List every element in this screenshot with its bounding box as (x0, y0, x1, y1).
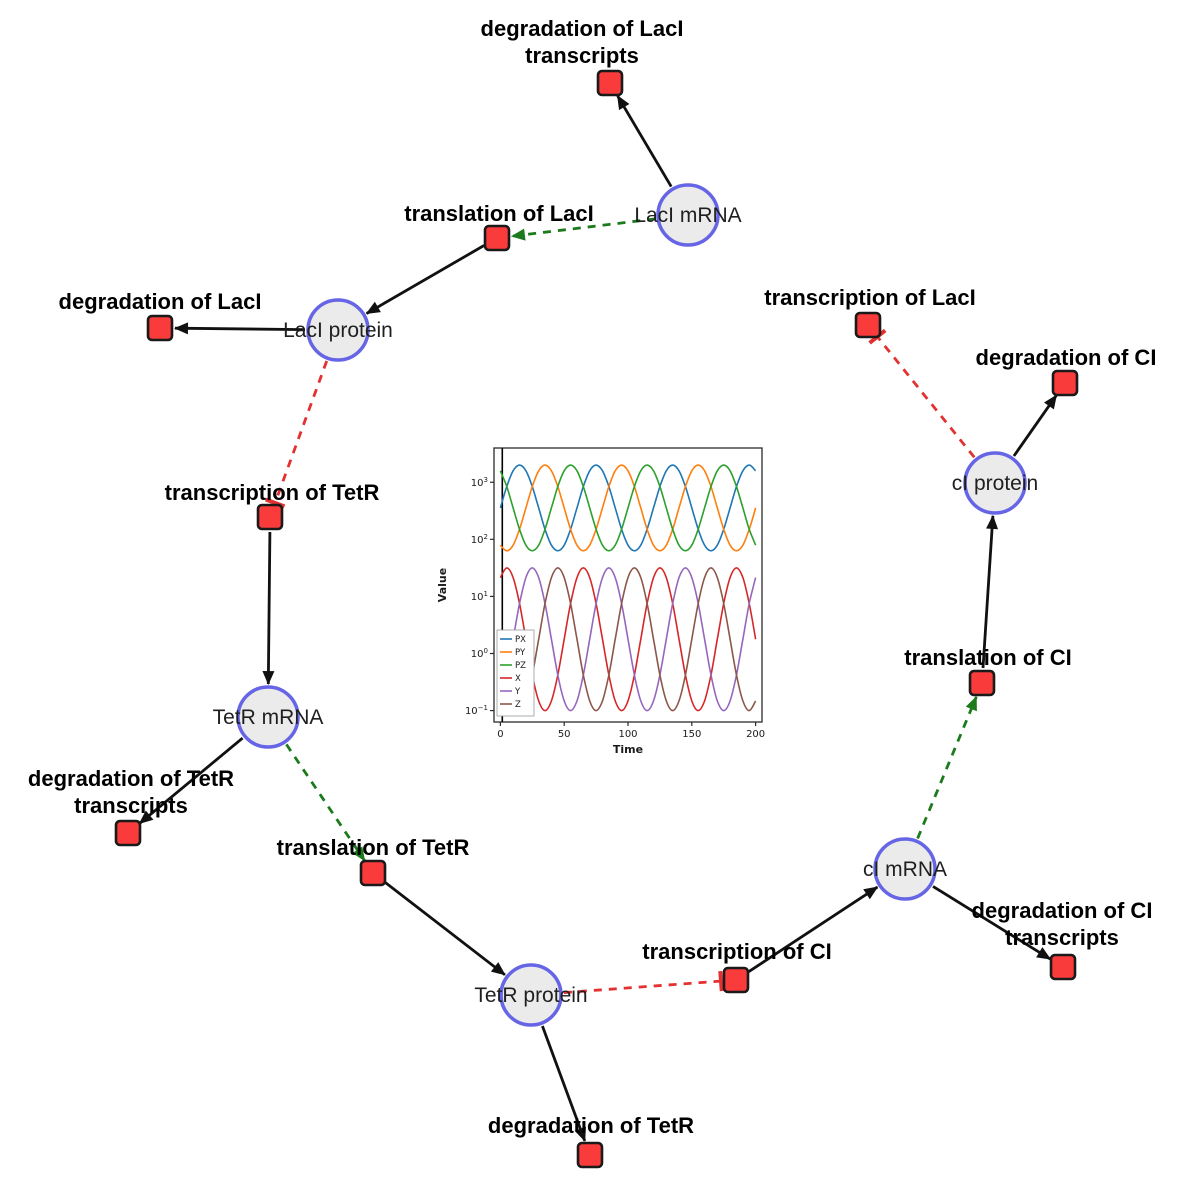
reaction-node-deg-ci-transcripts[interactable] (1049, 953, 1077, 981)
edge-production-r-translation-ci-to-s-ci-protein (981, 514, 999, 669)
reaction-node-translation-ci[interactable] (968, 669, 996, 697)
translation-ci-label: translation of CI (904, 645, 1071, 670)
reaction-node-transcription-ci[interactable] (722, 966, 750, 994)
legend-label-Z: Z (515, 700, 521, 710)
y-tick-label-1e1: 101 (471, 590, 488, 603)
edges-layer (138, 95, 1058, 1142)
edge-inhibition-s-laci-protein-to-r-transcription-tetr (265, 360, 329, 509)
reaction-node-deg-laci-transcripts[interactable] (596, 69, 624, 97)
laci-protein-label: LacI protein (283, 319, 393, 342)
edge-production-r-transcription-ci-to-s-ci-mrna (747, 885, 879, 973)
legend-label-PY: PY (515, 648, 526, 658)
edge-production-r-translation-tetr-to-s-tetr-protein (384, 881, 506, 976)
deg-ci-label: degradation of CI (976, 345, 1157, 370)
y-tick-label-1e2: 102 (471, 533, 488, 546)
transcription-ci-label: transcription of CI (642, 939, 831, 964)
edge-consumption-s-ci-protein-to-r-deg-ci (1012, 394, 1058, 457)
chart-axes-box (493, 447, 763, 723)
translation-laci-label: translation of LacI (404, 201, 593, 226)
legend-box (496, 629, 535, 717)
y-axis-label: Value (436, 568, 449, 602)
ci-mrna-label: cI mRNA (863, 858, 947, 881)
transcription-tetr-label: transcription of TetR (165, 480, 380, 505)
x-tick-label-0: 0 (497, 729, 503, 740)
y-tick-label-1e0: 100 (471, 647, 488, 660)
reaction-node-translation-tetr[interactable] (359, 859, 387, 887)
species-node-tetr-protein[interactable] (499, 963, 563, 1027)
legend-label-X: X (515, 674, 521, 684)
reaction-node-transcription-laci[interactable] (854, 311, 882, 339)
laci-mrna-label: LacI mRNA (634, 204, 741, 227)
deg-tetr-label: degradation of TetR (488, 1113, 694, 1138)
edge-consumption-s-ci-mrna-to-r-deg-ci-transcripts (932, 885, 1052, 961)
y-tick-label-1e3: 103 (471, 476, 488, 489)
species-node-ci-mrna[interactable] (873, 837, 937, 901)
legend-label-PX: PX (515, 635, 526, 645)
species-node-laci-mrna[interactable] (656, 183, 720, 247)
reaction-node-deg-tetr-transcripts[interactable] (114, 819, 142, 847)
legend-label-PZ: PZ (515, 661, 526, 671)
edge-inhibition-s-tetr-protein-to-r-transcription-ci (563, 970, 724, 994)
edge-consumption-s-laci-mrna-to-r-deg-laci-transcripts (616, 95, 673, 188)
deg-laci-label: degradation of LacI (59, 289, 262, 314)
series-line-Y (499, 567, 757, 712)
y-tick-label-1e-1: 10−1 (465, 704, 488, 717)
series-line-Z (499, 567, 757, 712)
chart-legend: PX PY PZ XYZ (496, 629, 535, 717)
species-node-tetr-mrna[interactable] (236, 685, 300, 749)
legend-label-Y: Y (514, 687, 521, 697)
x-tick-label-100: 100 (618, 729, 637, 740)
x-tick-label-200: 200 (746, 729, 765, 740)
edge-consumption-s-tetr-mrna-to-r-deg-tetr-transcripts (138, 737, 244, 825)
ci-protein-label: cI protein (952, 472, 1038, 495)
reaction-node-translation-laci[interactable] (483, 224, 511, 252)
series-line-PX (499, 464, 757, 552)
edge-modifier-s-laci-mrna-to-r-translation-laci (510, 217, 656, 241)
reaction-node-deg-tetr[interactable] (576, 1141, 604, 1169)
series-line-X (499, 567, 757, 712)
transcription-laci-label: transcription of LacI (764, 285, 975, 310)
edge-inhibition-s-ci-protein-to-r-transcription-laci (868, 328, 976, 459)
edge-production-r-translation-laci-to-s-laci-protein (365, 244, 485, 315)
x-tick-label-50: 50 (558, 729, 571, 740)
reaction-node-deg-ci[interactable] (1051, 369, 1079, 397)
species-node-laci-protein[interactable] (306, 298, 370, 362)
edge-modifier-s-ci-mrna-to-r-translation-ci (916, 695, 978, 840)
nodes-layer (114, 69, 1079, 1169)
tetr-protein-label: TetR protein (474, 984, 587, 1007)
reaction-node-transcription-tetr[interactable] (256, 503, 284, 531)
x-tick-label-150: 150 (682, 729, 701, 740)
series-line-PZ (499, 464, 757, 552)
translation-tetr-label: translation of TetR (277, 835, 470, 860)
series-line-PY (499, 464, 757, 552)
species-node-ci-protein[interactable] (963, 451, 1027, 515)
reaction-node-deg-laci[interactable] (146, 314, 174, 342)
edge-consumption-s-tetr-protein-to-r-deg-tetr (541, 1025, 587, 1142)
x-axis-label: Time (613, 743, 643, 756)
tetr-mrna-label: TetR mRNA (213, 706, 324, 729)
edge-production-r-transcription-tetr-to-s-tetr-mrna (262, 531, 275, 685)
edge-consumption-s-laci-protein-to-r-deg-laci (174, 322, 306, 335)
